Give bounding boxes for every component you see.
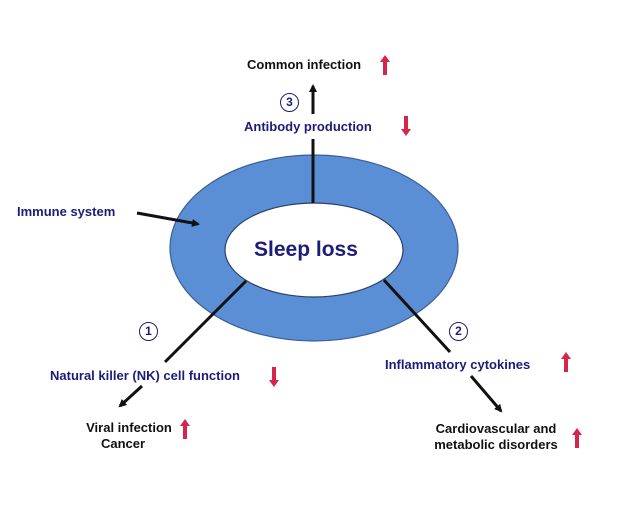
pathway-1-arrow xyxy=(118,384,144,408)
red-down-arrow-icon xyxy=(401,116,411,136)
immune-system-label: Immune system xyxy=(17,204,116,219)
red-up-arrow-icon xyxy=(572,428,582,448)
red-down-arrow-icon xyxy=(269,367,279,387)
pathway-3-number-marker: 3 xyxy=(280,93,299,112)
pathway-1-number-marker: 1 xyxy=(139,322,158,341)
red-up-arrow-icon xyxy=(380,55,390,75)
pathway-1-outcome-line-2: Cancer xyxy=(100,436,146,451)
pathway-2-number-marker: 2 xyxy=(449,322,468,341)
red-up-arrow-icon xyxy=(180,419,190,439)
pathway-1-outcome-line-1: Viral infection xyxy=(86,420,172,435)
pathway-2-mediator: Inflammatory cytokines xyxy=(385,357,531,372)
pathway-2-line xyxy=(382,278,452,354)
pathway-1-mediator: Natural killer (NK) cell function xyxy=(50,368,240,383)
pathway-2-outcome-line-2: metabolic disorders xyxy=(434,437,558,452)
pathway-3-outcome: Common infection xyxy=(247,57,362,72)
pathway-2-outcome: Cardiovascular and metabolic disorders xyxy=(423,422,569,451)
immune-system-pointer-arrow xyxy=(136,211,200,227)
pathway-1-outcome: Viral infection Cancer xyxy=(74,421,184,450)
pathway-2-outcome-line-1: Cardiovascular and xyxy=(435,421,557,436)
center-label: Sleep loss xyxy=(254,238,358,261)
red-up-arrow-icon xyxy=(561,352,571,372)
pathway-2-arrow xyxy=(469,375,503,413)
pathway-3-mediator: Antibody production xyxy=(244,119,372,134)
pathway-1-line xyxy=(163,279,248,364)
